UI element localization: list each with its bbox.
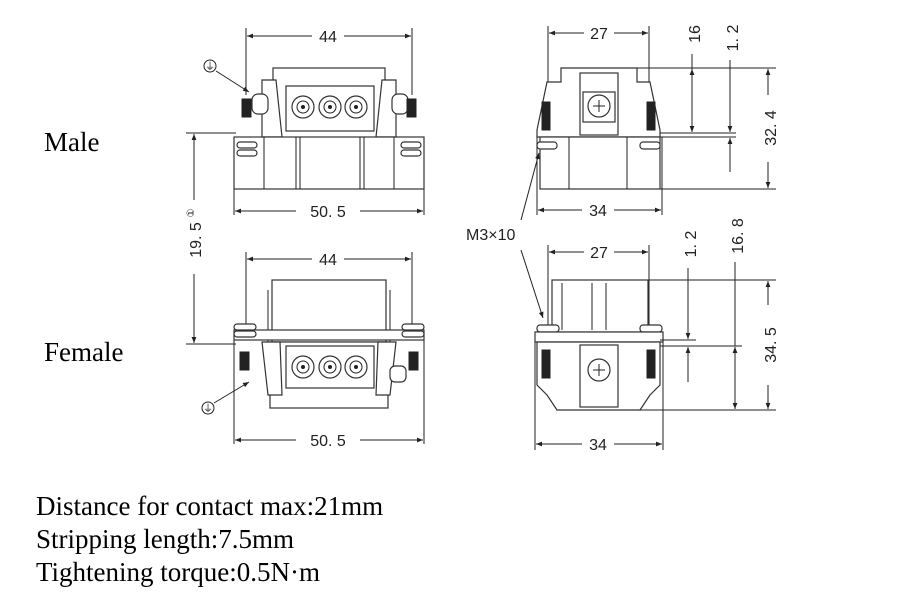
- male-front-dim-44: 44: [319, 29, 337, 46]
- specification-notes: Distance for contact max:21mm Stripping …: [36, 490, 383, 589]
- female-label: Female: [44, 337, 124, 367]
- male-side-dim-27: 27: [590, 26, 608, 43]
- female-front-view: 44 ⏚ 50. 5: [201, 252, 425, 450]
- height-dim-19-5: 19. 5: [188, 222, 205, 258]
- height-dimension-19-5: 19. 5 ①: [186, 132, 236, 345]
- female-side-dim-16-8: 16. 8: [730, 218, 747, 254]
- female-side-dim-1-2: 1. 2: [683, 231, 700, 258]
- female-side-dim-34: 34: [589, 437, 607, 454]
- female-front-dim-44: 44: [319, 252, 337, 269]
- male-contact-pins: [291, 95, 368, 119]
- note-contact-distance: Distance for contact max:21mm: [36, 491, 384, 521]
- male-label: Male: [44, 127, 100, 157]
- male-side-dim-16: 16: [687, 25, 704, 43]
- male-side-dim-32-4: 32. 4: [763, 110, 780, 146]
- screw-callout-text: M3×10: [466, 227, 515, 244]
- male-side-dim-1-2: 1. 2: [725, 25, 742, 52]
- note-tightening-torque: Tightening torque:0.5N·m: [36, 557, 321, 587]
- female-side-dim-27: 27: [590, 245, 608, 262]
- female-side-view: 27 34 1. 2 16. 8 34. 5: [534, 218, 780, 454]
- male-front-dim-50-5: 50. 5: [310, 204, 346, 221]
- height-dim-note-mark: ①: [186, 208, 197, 217]
- female-contact-sockets: [291, 355, 368, 379]
- female-front-dim-50-5: 50. 5: [310, 433, 346, 450]
- female-ground-icon: ⏚: [203, 403, 213, 415]
- male-side-view: 27 34 16 1. 2 32. 4: [536, 25, 780, 220]
- female-side-dim-34-5: 34. 5: [763, 327, 780, 363]
- male-front-view: 44 ⏚ 50.: [203, 28, 425, 221]
- male-ground-icon: ⏚: [205, 61, 215, 73]
- note-stripping-length: Stripping length:7.5mm: [36, 524, 295, 554]
- male-side-dim-34: 34: [589, 203, 607, 220]
- screw-callout: M3×10: [466, 152, 544, 319]
